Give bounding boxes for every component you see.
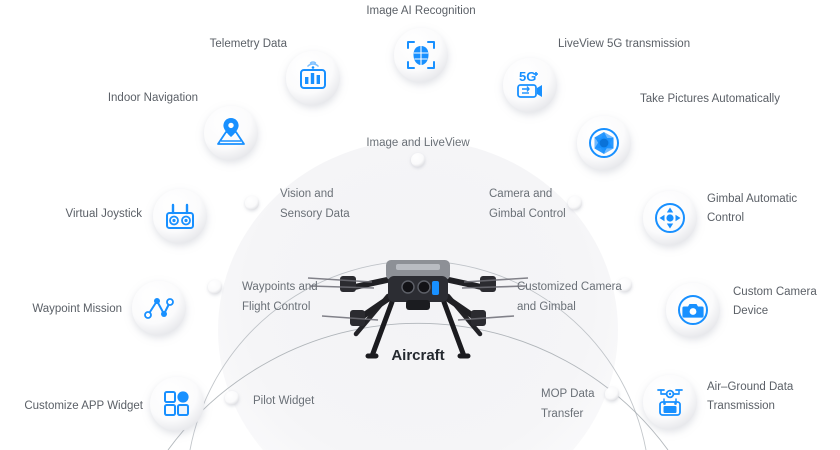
inner-capability-label: Image and LiveView: [366, 137, 470, 149]
inner-arc-bead[interactable]: [411, 153, 425, 167]
capability-node-map-pin[interactable]: [204, 106, 258, 160]
capability-node-drone-remote-link[interactable]: [643, 375, 697, 429]
inner-arc-bead[interactable]: [605, 387, 619, 401]
remote-joystick-icon: [166, 203, 194, 229]
inner-bead-group: [208, 153, 632, 405]
capability-node-label: Waypoint Mission: [32, 303, 122, 315]
5g-video-icon: 5G: [517, 69, 542, 98]
capability-node-label: Take Pictures Automatically: [640, 93, 780, 105]
capability-node-dpad-gimbal[interactable]: [643, 191, 697, 245]
ai-face-recognition-icon: [407, 41, 435, 69]
inner-capability-label: Pilot Widget: [253, 395, 315, 407]
inner-arc-bead[interactable]: [568, 196, 582, 210]
capability-node-label: LiveView 5G transmission: [558, 38, 690, 50]
inner-arc-bead[interactable]: [208, 280, 222, 294]
map-pin-icon: [217, 118, 245, 145]
waypoint-line-icon: [144, 298, 174, 319]
capability-node-label: Customize APP Widget: [24, 400, 143, 412]
node-bubble[interactable]: [153, 189, 207, 243]
capability-node-label: Virtual Joystick: [66, 208, 143, 220]
node-bubble[interactable]: [150, 377, 204, 431]
capability-node-ai-face-recognition[interactable]: [394, 28, 448, 82]
capability-node-camera-device[interactable]: [666, 283, 720, 337]
capability-node-5g-video[interactable]: 5G: [503, 58, 557, 112]
capability-node-app-widget[interactable]: [150, 377, 204, 431]
inner-arc-bead[interactable]: [618, 278, 632, 292]
svg-text:5G: 5G: [519, 69, 536, 84]
telemetry-chart-icon: [300, 61, 326, 89]
capability-node-waypoint-line[interactable]: [132, 281, 186, 335]
outer-node-group: 5G: [132, 28, 720, 431]
inner-arc-bead[interactable]: [225, 391, 239, 405]
outer-label-group: Telemetry Data Image AI RecognitionLiveVi…: [24, 5, 817, 412]
inner-arc-bead[interactable]: [245, 196, 259, 210]
drone-remote-link-icon: [657, 389, 683, 416]
capability-node-label: Image AI Recognition: [366, 5, 475, 17]
capability-node-label: Indoor Navigation: [108, 92, 198, 104]
center-label: Aircraft: [391, 347, 444, 364]
drone-aircraft-icon: [307, 260, 529, 359]
capability-node-remote-joystick[interactable]: [153, 189, 207, 243]
outer-arc: [167, 322, 669, 450]
capability-node-telemetry-chart[interactable]: [286, 51, 340, 105]
capability-node-aperture[interactable]: [577, 116, 631, 170]
capability-node-label: Telemetry Data: [210, 38, 288, 50]
app-widget-icon: [164, 391, 189, 416]
camera-device-icon: [678, 295, 708, 325]
dpad-gimbal-icon: [655, 203, 685, 233]
aperture-icon: [589, 128, 619, 158]
node-bubble[interactable]: [132, 281, 186, 335]
